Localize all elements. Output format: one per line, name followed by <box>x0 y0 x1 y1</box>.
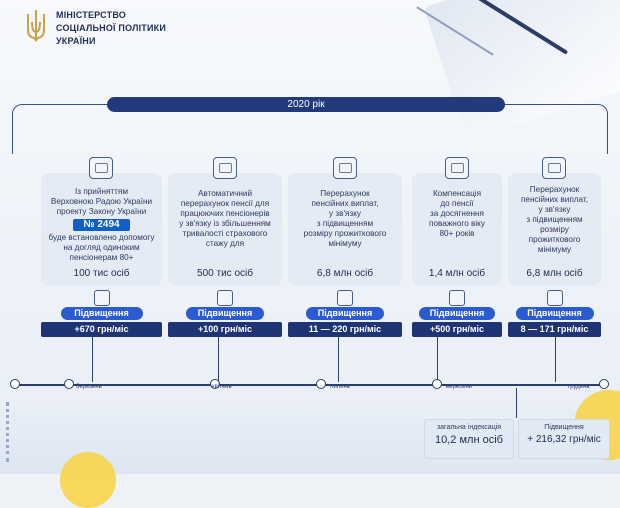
card-text-line: Компенсація <box>432 189 482 198</box>
card-text-line: 80+ років <box>439 229 475 238</box>
increase-block-4: Підвищення +500 грн/міс <box>412 290 502 337</box>
card-text-line: проекту Закону України <box>56 207 147 216</box>
increase-block-5: Підвищення 8 — 171 грн/міс <box>508 290 601 337</box>
card-text-line: Автоматичний <box>197 189 253 198</box>
year-label: 2020 рік <box>107 97 505 112</box>
card-text-line: з підвищенням <box>316 219 374 228</box>
increase-pill: Підвищення <box>186 307 264 320</box>
card-text-line: до пенсії <box>440 199 474 208</box>
timeline-dot-july <box>316 379 326 389</box>
law-number-badge: № 2494 <box>73 219 130 231</box>
increase-amount: +100 грн/міс <box>168 322 282 337</box>
card-80plus-compensation: Компенсація до пенсії за досягнення пова… <box>412 157 502 286</box>
people-count: 6,8 млн осіб <box>316 268 374 279</box>
connector-line <box>338 334 340 382</box>
ministry-title-line2: СОЦІАЛЬНОЇ ПОЛІТИКИ <box>56 23 167 33</box>
wallet-icon <box>542 157 566 179</box>
ministry-title-line1: МІНІСТЕРСТВО <box>56 10 127 20</box>
card-text-line: розміру прожиткового <box>303 229 387 238</box>
monitor-icon <box>333 157 357 179</box>
increase-pill: Підвищення <box>60 307 143 320</box>
card-subsistence-recalc: Перерахунок пенсійних виплат, у зв'язку … <box>288 157 402 286</box>
chart-icon <box>213 157 237 179</box>
people-count: 100 тис осіб <box>73 268 130 279</box>
increase-amount: 8 — 171 грн/міс <box>508 322 601 337</box>
month-label: березень <box>76 384 102 390</box>
month-label: квітень <box>212 384 232 390</box>
summary-connector <box>516 388 518 418</box>
card-text-line: тривалості страхового <box>182 229 268 238</box>
card-text-line: перерахунок пенсії для <box>180 199 270 208</box>
yellow-circle-decoration <box>60 452 116 508</box>
document-icon <box>89 157 113 179</box>
increase-amount: 11 — 220 грн/міс <box>288 322 402 337</box>
people-count: 6,8 млн осіб <box>526 268 583 279</box>
card-text-line: розміру <box>540 225 569 234</box>
card-text-line: з підвищенням <box>526 215 583 224</box>
card-text-line: прожиткового <box>528 235 581 244</box>
card-text-line: Перерахунок <box>529 185 580 194</box>
card-text-line: у зв'язку <box>329 209 361 218</box>
increase-amount: +670 грн/міс <box>41 322 162 337</box>
summary-caption: Підвищення <box>544 424 584 431</box>
trident-icon <box>27 10 45 42</box>
calculator-icon <box>445 157 469 179</box>
card-text-line: пенсійних виплат, <box>520 195 589 204</box>
card-working-pensioners: Автоматичний перерахунок пенсії для прац… <box>168 157 282 286</box>
increase-block-1: Підвищення +670 грн/міс <box>41 290 162 337</box>
increase-pill: Підвищення <box>306 307 384 320</box>
card-text-line: працюючих пенсіонерів <box>180 209 270 218</box>
coins-icon <box>546 290 563 306</box>
card-text-line: Із прийняттям <box>75 187 128 196</box>
month-label: грудень <box>568 384 590 390</box>
card-text-line: мінімуму <box>537 245 572 254</box>
timeline-start-dot <box>10 379 20 389</box>
summary-value: 10,2 млн осіб <box>435 434 503 446</box>
connector-line <box>92 334 94 382</box>
card-text-line: Верховною Радою України <box>50 197 153 206</box>
increase-pill: Підвищення <box>419 307 495 320</box>
ministry-logo: МІНІСТЕРСТВО СОЦІАЛЬНОЇ ПОЛІТИКИ УКРАЇНИ <box>24 8 166 47</box>
coins-icon <box>337 290 353 306</box>
card-text-line: пенсійних виплат, <box>311 199 379 208</box>
summary-increase-box: Підвищення + 216,32 грн/міс <box>518 419 610 459</box>
people-count: 1,4 млн осіб <box>428 268 486 279</box>
notebook-spring-decoration <box>6 402 28 462</box>
timeline-dot-march <box>64 379 74 389</box>
card-text-line: на догляд одиноким <box>63 243 140 252</box>
coins-icon <box>449 290 465 306</box>
increase-block-2: Підвищення +100 грн/міс <box>168 290 282 337</box>
timeline-axis <box>13 384 607 386</box>
coins-icon <box>93 290 110 306</box>
increase-pill: Підвищення <box>515 307 594 320</box>
card-text-line: стажу для <box>205 239 245 248</box>
card-december-recalc: Перерахунок пенсійних виплат, у зв'язку … <box>508 157 601 286</box>
month-label: вересень <box>446 384 472 390</box>
increase-amount: +500 грн/міс <box>412 322 502 337</box>
ministry-title: МІНІСТЕРСТВО СОЦІАЛЬНОЇ ПОЛІТИКИ УКРАЇНИ <box>56 8 166 47</box>
people-count: 500 тис осіб <box>197 268 253 279</box>
ministry-title-line3: УКРАЇНИ <box>56 36 96 46</box>
card-text-line: у зв'язку із збільшенням <box>179 219 271 228</box>
month-label: липень <box>330 384 350 390</box>
card-text-line: мінімуму <box>328 239 362 248</box>
timeline-dot-september <box>432 379 442 389</box>
connector-line <box>555 334 557 382</box>
card-text-line: поважного віку <box>429 219 485 228</box>
summary-value: + 216,32 грн/міс <box>527 434 601 445</box>
card-text-line: буде встановлено допомогу <box>48 233 155 242</box>
summary-indexation-box: загальна індексація 10,2 млн осіб <box>424 419 514 459</box>
card-text-line: пенсіонерам 80+ <box>69 253 134 262</box>
card-text-line: Перерахунок <box>320 189 370 198</box>
timeline-dot-april <box>210 379 220 389</box>
increase-block-3: Підвищення 11 — 220 грн/міс <box>288 290 402 337</box>
summary-caption: загальна індексація <box>436 424 502 431</box>
card-text-line: у зв'язку <box>538 205 571 214</box>
card-care-allowance: Із прийняттям Верховною Радою України пр… <box>41 157 162 286</box>
connector-line <box>437 334 439 382</box>
timeline-end-dot <box>599 379 609 389</box>
coins-icon <box>217 290 233 306</box>
connector-line <box>218 334 220 382</box>
card-text-line: за досягнення <box>430 209 484 218</box>
